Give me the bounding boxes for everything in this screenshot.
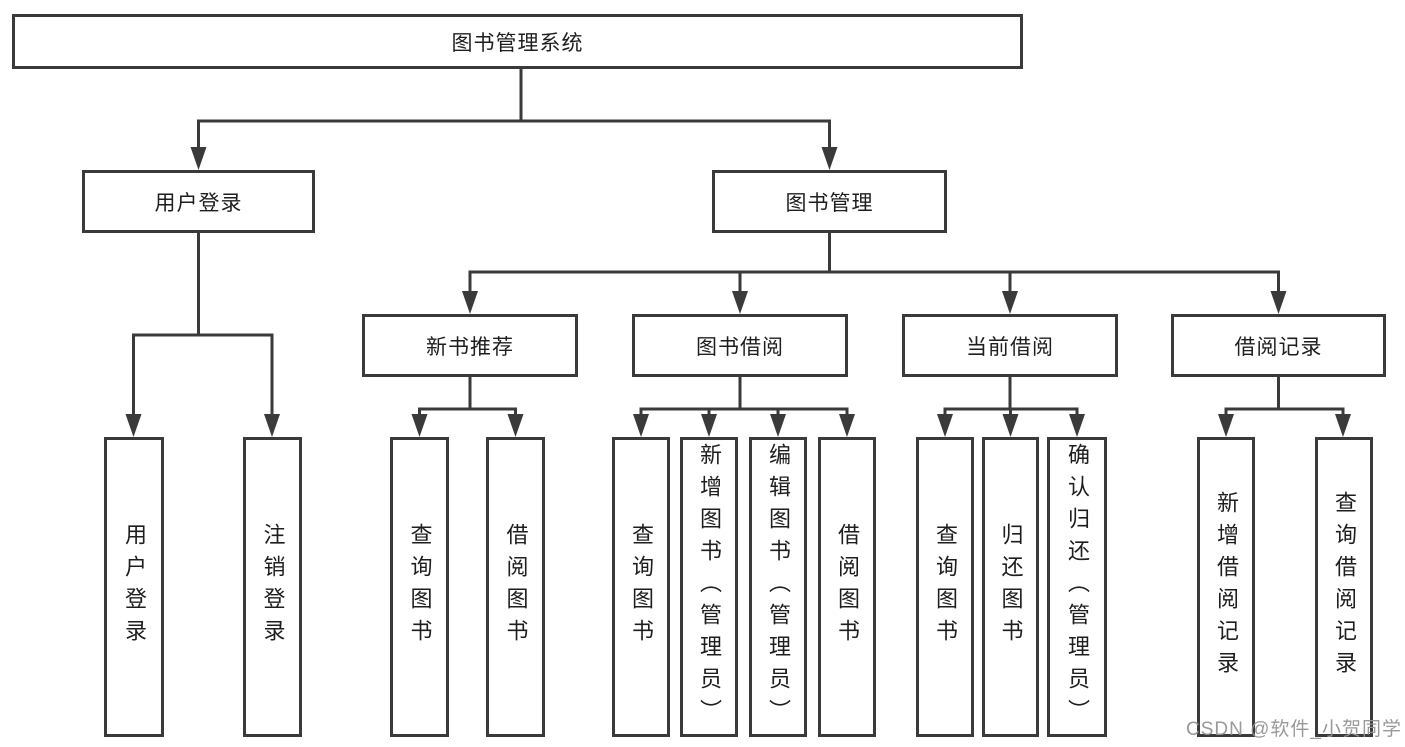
node-new-book-recommend: 新书推荐 bbox=[362, 314, 578, 377]
leaf-add-books-admin: 新增图书（管理员） bbox=[680, 437, 738, 737]
node-root: 图书管理系统 bbox=[12, 14, 1023, 69]
leaf-user-login: 用户登录 bbox=[104, 437, 164, 737]
node-book-borrowing: 图书借阅 bbox=[632, 314, 848, 377]
leaf-borrow-books-borrowing: 借阅图书 bbox=[818, 437, 876, 737]
leaf-confirm-return-admin: 确认归还（管理员） bbox=[1047, 437, 1107, 737]
node-user-login: 用户登录 bbox=[82, 170, 315, 233]
leaf-return-books: 归还图书 bbox=[982, 437, 1039, 737]
leaf-query-borrow-record: 查询借阅记录 bbox=[1315, 437, 1373, 737]
leaf-borrow-books-recommend: 借阅图书 bbox=[486, 437, 545, 737]
leaf-query-books-recommend: 查询图书 bbox=[390, 437, 449, 737]
leaf-query-books-borrowing: 查询图书 bbox=[612, 437, 670, 737]
leaf-add-borrow-record: 新增借阅记录 bbox=[1197, 437, 1255, 737]
leaf-query-books-current: 查询图书 bbox=[916, 437, 974, 737]
node-current-borrowing: 当前借阅 bbox=[902, 314, 1118, 377]
watermark: CSDN @软件_小贺同学 bbox=[1186, 719, 1402, 740]
leaf-edit-books-admin: 编辑图书（管理员） bbox=[749, 437, 807, 737]
leaf-logout: 注销登录 bbox=[243, 437, 302, 737]
node-borrowing-records: 借阅记录 bbox=[1171, 314, 1386, 377]
node-book-management: 图书管理 bbox=[712, 170, 947, 233]
